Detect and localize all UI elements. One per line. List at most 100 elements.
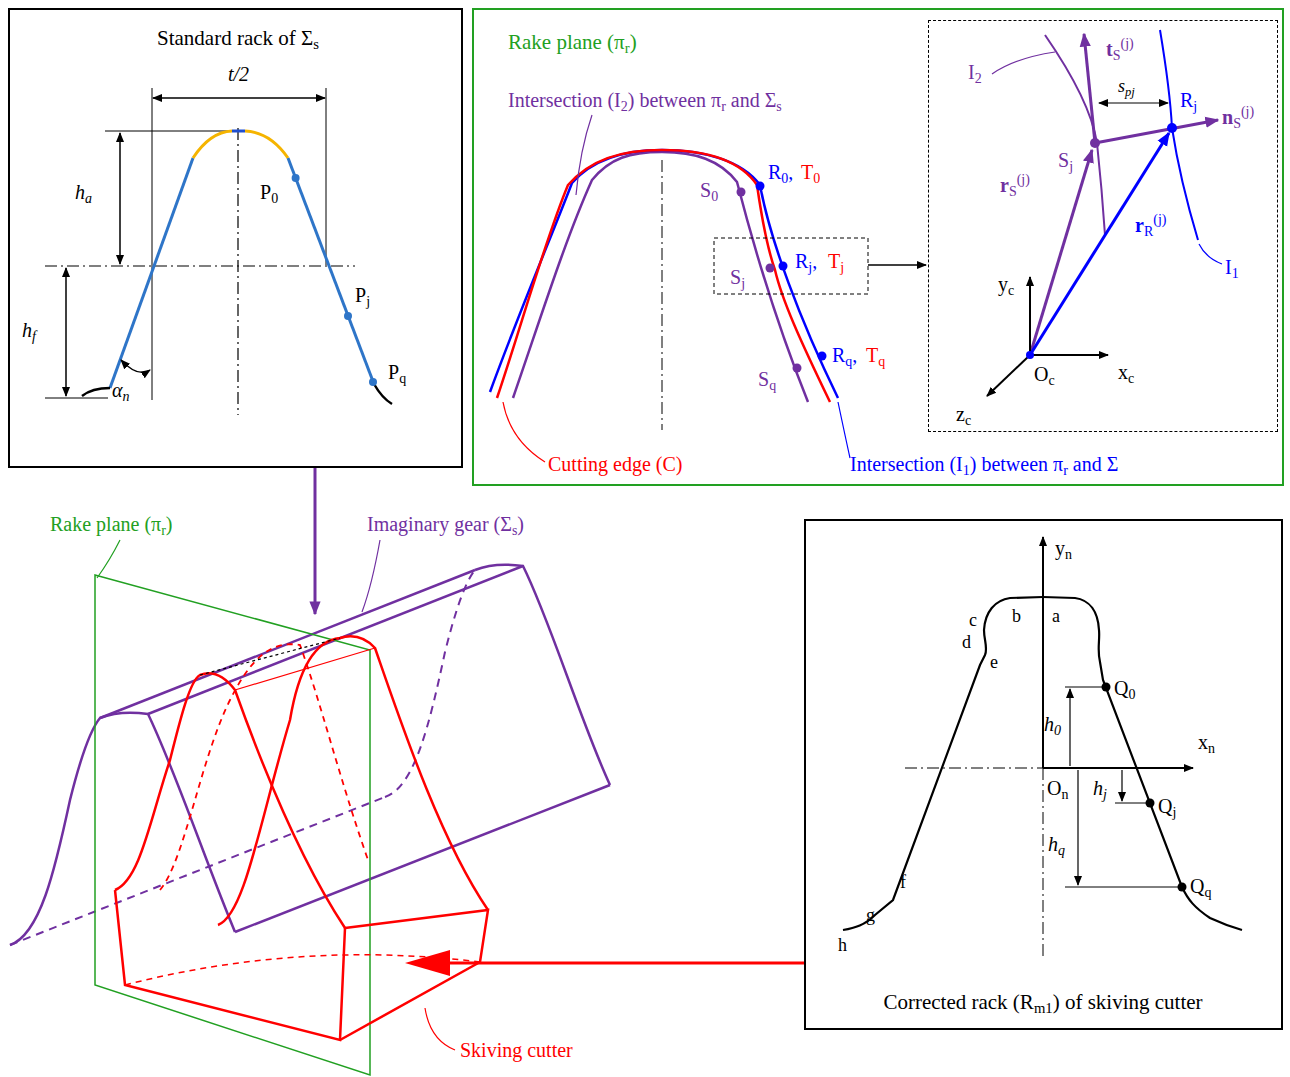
point-label: Rj, <box>795 249 817 277</box>
standard-rack-drawing <box>152 88 153 400</box>
plane-label: Rake plane (πr) <box>50 512 173 540</box>
inset-vectors <box>1026 351 1034 359</box>
rake-plane-curves <box>779 262 788 271</box>
dimension-label: hf <box>22 318 36 346</box>
corrected-rack-drawing <box>1146 799 1155 808</box>
corrected-rack-drawing <box>1043 768 1044 958</box>
rake-plane-curves <box>513 152 808 402</box>
gear-cutter-3d <box>95 575 370 1075</box>
red-arrow <box>405 950 804 976</box>
standard-rack-drawing <box>110 158 193 388</box>
panel-caption: Corrected rack (Rm1) of skiving cutter <box>883 990 1202 1018</box>
point-label: R0, <box>768 160 793 188</box>
dimension-label: hq <box>1048 832 1065 860</box>
gear-cutter-3d <box>218 636 488 925</box>
gear-cutter-3d <box>340 910 488 1040</box>
gear-cutter-3d <box>115 890 345 1040</box>
inset-vectors <box>987 355 1030 396</box>
point-label: Tq <box>866 343 885 371</box>
rake-plane-curves <box>838 402 850 458</box>
rake-plane-panel: Rake plane (πr) Intersection (I2) between… <box>472 8 1284 486</box>
standard-rack-drawing <box>288 158 374 384</box>
corrected-rack-drawing <box>1178 883 1187 892</box>
point-label: Qj <box>1158 794 1176 822</box>
rake-plane-curves <box>662 160 663 430</box>
corrected-rack-drawing <box>1043 597 1242 930</box>
curve-label: Intersection (I1) between πr and Σ <box>850 452 1118 480</box>
inset-vectors <box>1095 120 1218 143</box>
flow-arrow <box>314 468 317 614</box>
gear-cutter-3d <box>362 540 380 612</box>
corrected-rack-drawing <box>1115 803 1150 804</box>
rake-plane-curves <box>766 264 775 273</box>
rake-plane-curves <box>714 238 868 294</box>
point-label: a <box>1052 606 1060 628</box>
vector-label: tS(j) <box>1106 36 1134 65</box>
corrected-rack-drawing <box>1102 683 1111 692</box>
rake-plane-curves <box>793 364 802 373</box>
inset-vectors <box>1030 150 1092 355</box>
standard-rack-drawing <box>65 268 67 396</box>
corrected-rack-drawing <box>1042 537 1044 768</box>
inset-vectors <box>1030 354 1108 356</box>
corrected-rack-drawing <box>843 597 1043 930</box>
point-label: Qq <box>1190 874 1211 902</box>
inset-vectors <box>1084 34 1095 143</box>
rake-plane-curves <box>818 352 827 361</box>
dimension-label: h0 <box>1044 712 1061 740</box>
curve-label: Intersection (I2) between πr and Σs <box>508 88 782 116</box>
dimension-label: hj <box>1093 776 1107 804</box>
axis-label: xc <box>1118 360 1134 388</box>
point-label: S0 <box>700 178 718 206</box>
gear-label: Imaginary gear (Σs) <box>367 512 524 540</box>
point-label: Rq, <box>832 343 857 371</box>
standard-rack-drawing <box>119 133 121 264</box>
standard-rack-drawing <box>82 388 110 396</box>
rake-plane-curves <box>576 115 592 195</box>
axis-label: zc <box>956 402 971 430</box>
corrected-rack-drawing <box>1121 770 1122 801</box>
dimension-label: ha <box>75 180 92 208</box>
point-label: d <box>962 632 971 654</box>
rake-plane-curves <box>490 150 838 398</box>
rake-plane-curves <box>737 188 746 197</box>
axis-label: yc <box>998 272 1014 300</box>
gear-cutter-3d <box>200 638 340 675</box>
inset-vectors <box>1029 277 1031 355</box>
gear-cutter-3d <box>10 797 385 945</box>
dimension-label: t/2 <box>228 62 249 86</box>
gear-cutter-3d <box>125 955 480 985</box>
rake-plane-curves <box>503 402 545 462</box>
red-arrow <box>448 962 804 965</box>
standard-rack-drawing <box>237 128 238 415</box>
point-label: Rj <box>1180 88 1197 116</box>
standard-rack-drawing <box>326 88 327 265</box>
point-label: P0 <box>260 180 278 208</box>
red-arrow <box>405 950 450 976</box>
rake-plane-curves <box>868 264 926 266</box>
vector-label: rS(j) <box>1000 172 1030 201</box>
corrected-rack-drawing <box>1077 770 1078 885</box>
axis-label: Oc <box>1034 362 1055 390</box>
gear-cutter-3d <box>235 648 375 690</box>
point-label: Sj <box>730 265 745 293</box>
corrected-rack-drawing <box>843 537 1242 958</box>
inset-vectors <box>1030 133 1169 355</box>
point-label: Sq <box>758 367 776 395</box>
cutter-label: Skiving cutter <box>460 1038 573 1062</box>
inset-vectors <box>992 52 1055 74</box>
standard-rack-drawing <box>232 130 245 133</box>
panel-title: Rake plane (πr) <box>508 30 637 58</box>
corrected-rack-drawing <box>905 768 1043 769</box>
standard-rack-drawing <box>121 360 150 372</box>
inset-vectors <box>987 30 1222 396</box>
point-label: b <box>1012 606 1021 628</box>
axis-label: xn <box>1198 730 1215 758</box>
point-label: e <box>990 652 998 674</box>
corrected-rack-drawing <box>1043 767 1193 769</box>
standard-rack-drawing <box>344 312 352 320</box>
standard-rack-drawing <box>292 174 300 182</box>
vector-label: rR(j) <box>1135 212 1166 241</box>
axis-label: On <box>1047 776 1068 804</box>
zoom-inset: I2tS(j)spjSjRjnS(j)rS(j)rR(j)I1ycxczcOc <box>928 20 1278 432</box>
